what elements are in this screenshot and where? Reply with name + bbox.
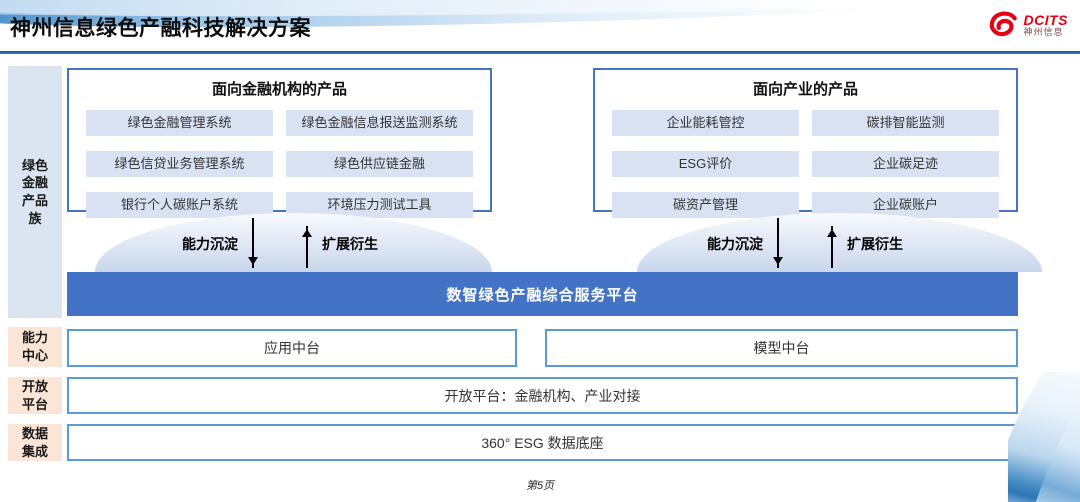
open-platform-box: 开放平台：金融机构、产业对接	[67, 377, 1018, 414]
up-arrow-icon	[827, 226, 837, 268]
product-grid: 绿色金融管理系统 绿色金融信息报送监测系统 绿色信贷业务管理系统 绿色供应链金融…	[69, 110, 490, 218]
product-group-industry: 面向产业的产品 企业能耗管控 碳排智能监测 ESG评价 企业碳足迹 碳资产管理 …	[593, 68, 1018, 218]
sidebar-label-data-integration: 数据集成	[8, 424, 62, 461]
product-item: 银行个人碳账户系统	[86, 192, 273, 218]
product-item: 企业能耗管控	[612, 110, 799, 136]
product-item: ESG评价	[612, 151, 799, 177]
logo-text: DCITS 神州信息	[1024, 13, 1069, 38]
platform-banner: 数智绿色产融综合服务平台	[67, 272, 1018, 316]
sidebar-label-product-family: 绿色金融产品族	[8, 66, 62, 318]
down-arrow-icon	[248, 218, 258, 268]
product-item: 绿色金融信息报送监测系统	[286, 110, 473, 136]
product-item: 绿色供应链金融	[286, 151, 473, 177]
dcits-swirl-icon	[989, 11, 1017, 37]
sidebar-label-text: 能力中心	[21, 330, 48, 363]
expand-derive-label: 扩展衍生	[847, 236, 903, 252]
product-group-financial-institutions: 面向金融机构的产品 绿色金融管理系统 绿色金融信息报送监测系统 绿色信贷业务管理…	[67, 68, 492, 218]
product-item: 企业碳足迹	[812, 151, 999, 177]
header-divider	[0, 51, 1080, 54]
up-arrow-icon	[302, 226, 312, 268]
product-item: 碳资产管理	[612, 192, 799, 218]
product-grid: 企业能耗管控 碳排智能监测 ESG评价 企业碳足迹 碳资产管理 企业碳账户	[595, 110, 1016, 218]
dcits-logo: DCITS 神州信息	[986, 10, 1069, 40]
sidebar-label-text: 数据集成	[21, 425, 48, 459]
page-title: 神州信息绿色产融科技解决方案	[10, 17, 311, 40]
product-group-title: 面向产业的产品	[752, 81, 858, 98]
sidebar-label-capability-center: 能力中心	[8, 327, 62, 367]
arrow-group-right: 能力沉淀 扩展衍生	[655, 218, 955, 270]
corner-ribbon-decoration	[1008, 372, 1080, 502]
product-item: 碳排智能监测	[812, 110, 999, 136]
model-middle-platform-box: 模型中台	[545, 329, 1018, 367]
sidebar-label-open-platform: 开放平台	[8, 377, 62, 414]
product-group-title: 面向金融机构的产品	[211, 81, 347, 98]
logo-brand-cn-text: 神州信息	[1023, 26, 1064, 37]
sidebar-label-text: 绿色金融产品族	[21, 157, 48, 226]
capability-settling-label: 能力沉淀	[182, 236, 238, 252]
page-number: 第5页	[525, 480, 555, 492]
capability-settling-label: 能力沉淀	[707, 236, 763, 252]
product-item: 绿色信贷业务管理系统	[86, 151, 273, 177]
sidebar-label-text: 开放平台	[21, 378, 48, 412]
product-item: 绿色金融管理系统	[86, 110, 273, 136]
logo-brand-text: DCITS	[1023, 11, 1068, 28]
down-arrow-icon	[773, 218, 783, 268]
arrow-group-left: 能力沉淀 扩展衍生	[130, 218, 430, 270]
esg-data-foundation-box: 360° ESG 数据底座	[67, 424, 1018, 461]
application-middle-platform-box: 应用中台	[67, 329, 517, 367]
expand-derive-label: 扩展衍生	[322, 236, 378, 252]
